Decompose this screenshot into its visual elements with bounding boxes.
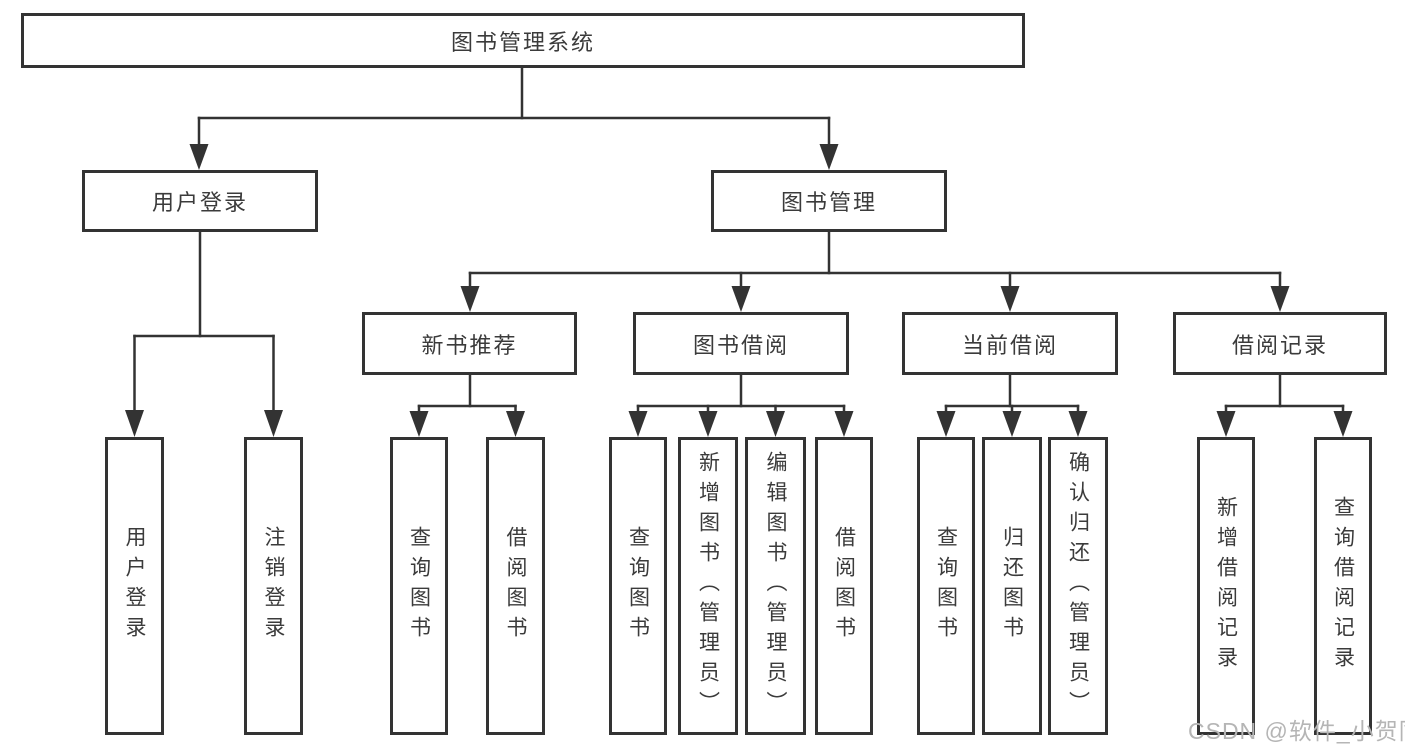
node-label: 编辑图书（管理员） xyxy=(764,451,787,721)
node-label: 新增借阅记录 xyxy=(1214,496,1238,676)
node-label: 归还图书 xyxy=(1000,526,1024,646)
leaf-user-login: 用户登录 xyxy=(105,437,164,735)
leaf-query-book-borrow: 查询图书 xyxy=(609,437,667,735)
node-library-management-system: 图书管理系统 xyxy=(21,13,1025,68)
node-label: 图书管理系统 xyxy=(450,29,595,55)
leaf-add-book-admin: 新增图书（管理员） xyxy=(678,437,738,735)
node-current-borrowing: 当前借阅 xyxy=(902,312,1118,375)
leaf-query-book-recommend: 查询图书 xyxy=(390,437,448,735)
leaf-confirm-return-admin: 确认归还（管理员） xyxy=(1048,437,1108,735)
node-label: 确认归还（管理员） xyxy=(1066,451,1090,721)
node-label: 新书推荐 xyxy=(421,332,518,358)
node-user-login: 用户登录 xyxy=(82,170,318,232)
node-new-book-recommendation: 新书推荐 xyxy=(362,312,577,375)
node-borrowing-records: 借阅记录 xyxy=(1173,312,1387,375)
node-label: 用户登录 xyxy=(151,190,248,215)
node-label: 图书借阅 xyxy=(692,332,789,358)
node-label: 借阅记录 xyxy=(1231,332,1328,358)
node-label: 注销登录 xyxy=(262,526,285,646)
node-label: 图书管理 xyxy=(780,190,877,215)
node-book-borrowing: 图书借阅 xyxy=(633,312,849,375)
leaf-logout: 注销登录 xyxy=(244,437,303,735)
node-label: 借阅图书 xyxy=(832,526,856,646)
leaf-edit-book-admin: 编辑图书（管理员） xyxy=(745,437,806,735)
leaf-query-book-current: 查询图书 xyxy=(917,437,975,735)
node-label: 查询图书 xyxy=(934,526,958,646)
node-label: 借阅图书 xyxy=(504,526,527,646)
leaf-add-borrow-record: 新增借阅记录 xyxy=(1197,437,1255,735)
node-label: 查询图书 xyxy=(407,526,431,646)
leaf-borrow-book: 借阅图书 xyxy=(815,437,873,735)
node-book-management: 图书管理 xyxy=(711,170,947,232)
leaf-query-borrow-record: 查询借阅记录 xyxy=(1314,437,1372,735)
csdn-watermark: CSDN @软件_小贺同学 xyxy=(1188,718,1405,744)
node-label: 查询借阅记录 xyxy=(1331,496,1355,676)
node-label: 查询图书 xyxy=(626,526,650,646)
leaf-return-book: 归还图书 xyxy=(982,437,1042,735)
node-label: 新增图书（管理员） xyxy=(696,451,720,721)
node-label: 当前借阅 xyxy=(961,332,1058,358)
node-label: 用户登录 xyxy=(123,526,146,646)
leaf-borrow-book-recommend: 借阅图书 xyxy=(486,437,545,735)
